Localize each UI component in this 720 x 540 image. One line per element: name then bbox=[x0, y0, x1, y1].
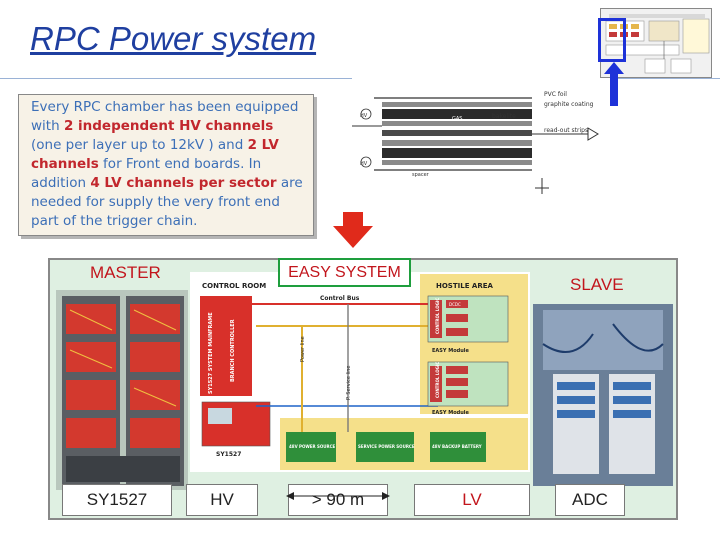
adc-tag: ADC bbox=[555, 484, 625, 516]
description-text: for Front end boards. In addition bbox=[31, 156, 262, 191]
mainframe-label: SY1527 SYSTEM MAINFRAME bbox=[208, 312, 214, 394]
slave-crate-photo bbox=[533, 304, 673, 486]
rpc-chamber-diagram: HV HV PVC foil graphite coating bakelite… bbox=[352, 78, 610, 196]
hv-top-label: HV bbox=[360, 113, 368, 119]
service-power-label: SERVICE POWER SOURCE bbox=[358, 444, 415, 449]
gas-label: GAS bbox=[452, 116, 462, 122]
power-line-label: Power line bbox=[300, 336, 306, 362]
slave-label: SLAVE bbox=[570, 275, 624, 294]
description-text: Every RPC chamber has been equipped with bbox=[31, 99, 299, 134]
readout-strips-label: read-out strips bbox=[544, 127, 588, 134]
backup-battery-label: 48V BACKUP BATTERY bbox=[432, 444, 482, 449]
control-logic-top-label: CONTROL LOGIC bbox=[435, 298, 440, 334]
branch-controller-label: BRANCH CONTROLLER bbox=[230, 319, 236, 382]
control-bus-label: Control Bus bbox=[320, 295, 360, 302]
sy1527-unit-label: SY1527 bbox=[216, 451, 241, 458]
description-highlight: 4 LV channels per sector bbox=[90, 175, 277, 191]
bakelite-label: bakelite bbox=[492, 113, 516, 120]
control-logic-bottom-label: CONTROL LOGIC bbox=[435, 362, 440, 398]
dcdc-label: DCDC bbox=[449, 302, 461, 307]
description-text: are needed for supply the very front end… bbox=[31, 175, 303, 229]
description-highlight: 2 LV channels bbox=[31, 137, 279, 172]
description-text: (one per layer up to 12kV ) and bbox=[31, 137, 248, 153]
lv-tag: LV bbox=[414, 484, 530, 516]
easy-system-schematic: CONTROL ROOM HOSTILE AREA Control Bus SY… bbox=[190, 272, 530, 472]
control-room-label: CONTROL ROOM bbox=[202, 282, 266, 290]
graphite-coating-label: graphite coating bbox=[544, 101, 594, 108]
thumbnail-highlight-frame bbox=[598, 18, 626, 62]
down-arrow-icon bbox=[333, 212, 373, 248]
pvc-foil-label: PVC foil bbox=[544, 91, 567, 98]
easy-module-top-label: EASY Module bbox=[432, 348, 470, 354]
description-box: Every RPC chamber has been equipped with… bbox=[18, 94, 314, 236]
power-source-label: 48V POWER SOURCE bbox=[289, 444, 336, 449]
easy-module-bottom-label: EASY Module bbox=[432, 410, 470, 416]
master-label: MASTER bbox=[90, 263, 161, 282]
up-arrow-icon bbox=[604, 62, 624, 106]
service-line-label: P. Service line bbox=[346, 365, 352, 400]
sy1527-tag: SY1527 bbox=[62, 484, 172, 516]
hostile-area-label: HOSTILE AREA bbox=[436, 282, 493, 290]
easy-system-label: EASY SYSTEM bbox=[278, 258, 411, 287]
hv-bottom-label: HV bbox=[360, 161, 368, 167]
description-highlight: 2 independent HV channels bbox=[63, 118, 274, 134]
distance-tag: > 90 m bbox=[288, 484, 388, 516]
hv-tag: HV bbox=[186, 484, 258, 516]
master-crate-photo bbox=[56, 290, 188, 490]
spacer-label: spacer bbox=[412, 172, 430, 178]
distance-arrow-icon bbox=[286, 492, 390, 500]
slide-title: RPC Power system bbox=[30, 20, 317, 57]
